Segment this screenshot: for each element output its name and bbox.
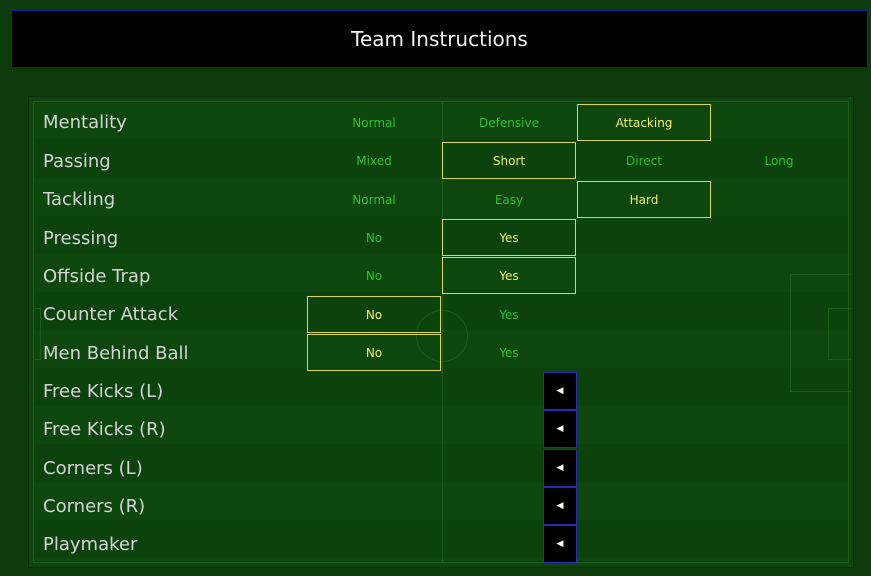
arrow-left-icon: ◀ (556, 501, 564, 511)
free-kicks-right-picker-button[interactable]: ◀ (543, 410, 577, 448)
playmaker-picker-button[interactable]: ◀ (543, 525, 577, 563)
arrow-left-icon: ◀ (556, 463, 564, 473)
row-label-counter-attack: Counter Attack (43, 304, 179, 325)
row-label-tackling: Tackling (43, 189, 116, 210)
option-passing-direct[interactable]: Direct (626, 153, 662, 168)
pitch-stripe (34, 216, 848, 254)
option-mentality-attacking[interactable]: Attacking (577, 104, 711, 141)
row-label-passing: Passing (43, 151, 111, 172)
option-counter-attack-yes[interactable]: Yes (499, 307, 519, 322)
pitch-stripe (34, 138, 848, 178)
option-passing-short[interactable]: Short (442, 142, 576, 179)
row-label-playmaker: Playmaker (43, 534, 138, 555)
penalty-box (790, 274, 851, 392)
option-tackling-easy[interactable]: Easy (494, 192, 524, 207)
pitch-stripe (34, 368, 848, 406)
corners-right-picker-button[interactable]: ◀ (543, 487, 577, 525)
instructions-panel: Mentality Normal Defensive Attacking Pas… (28, 96, 854, 568)
option-offside-trap-yes[interactable]: Yes (442, 257, 576, 294)
title-bar: Team Instructions (11, 10, 868, 68)
row-label-corners-right: Corners (R) (43, 496, 146, 517)
option-mentality-normal[interactable]: Normal (352, 115, 396, 130)
option-tackling-hard[interactable]: Hard (577, 181, 711, 218)
row-label-corners-left: Corners (L) (43, 458, 143, 479)
arrow-left-icon: ◀ (556, 386, 564, 396)
option-counter-attack-no[interactable]: No (307, 296, 441, 333)
option-passing-long[interactable]: Long (764, 153, 794, 168)
option-tackling-normal[interactable]: Normal (352, 192, 396, 207)
goal-area (828, 308, 851, 360)
row-label-free-kicks-right: Free Kicks (R) (43, 419, 166, 440)
pitch-background (33, 101, 851, 563)
corners-left-picker-button[interactable]: ◀ (543, 449, 577, 487)
option-men-behind-ball-no[interactable]: No (307, 334, 441, 371)
free-kicks-left-picker-button[interactable]: ◀ (543, 372, 577, 410)
row-label-men-behind-ball: Men Behind Ball (43, 343, 189, 364)
arrow-left-icon: ◀ (556, 424, 564, 434)
option-offside-trap-no[interactable]: No (365, 268, 383, 283)
option-mentality-defensive[interactable]: Defensive (479, 115, 539, 130)
option-pressing-yes[interactable]: Yes (442, 219, 576, 256)
arrow-left-icon: ◀ (556, 539, 564, 549)
row-label-mentality: Mentality (43, 112, 127, 133)
goal-area-left (34, 308, 41, 360)
row-label-pressing: Pressing (43, 228, 119, 249)
pitch-stripe (34, 520, 848, 558)
centre-circle (416, 310, 468, 362)
row-label-free-kicks-left: Free Kicks (L) (43, 381, 164, 402)
option-passing-mixed[interactable]: Mixed (356, 153, 392, 168)
row-label-offside-trap: Offside Trap (43, 266, 151, 287)
page-title: Team Instructions (351, 27, 528, 51)
option-pressing-no[interactable]: No (365, 230, 383, 245)
pitch-stripe (34, 444, 848, 482)
option-men-behind-ball-yes[interactable]: Yes (499, 345, 519, 360)
